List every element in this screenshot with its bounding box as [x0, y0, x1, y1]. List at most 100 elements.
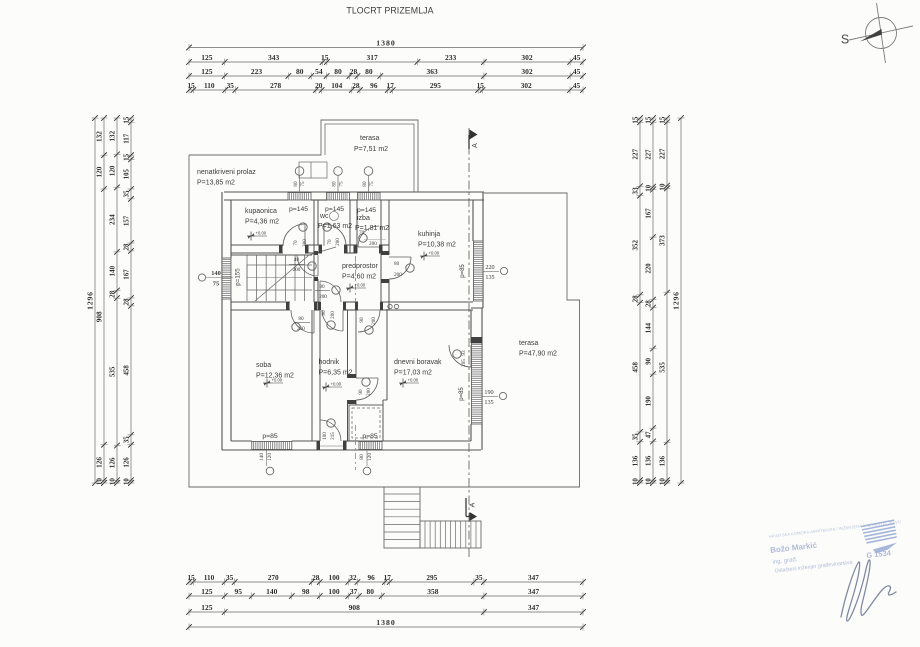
svg-text:352: 352: [632, 239, 640, 250]
svg-text:136: 136: [646, 455, 653, 466]
svg-text:535: 535: [109, 366, 117, 377]
svg-text:317: 317: [367, 53, 379, 62]
svg-text:P=12,36 m2: P=12,36 m2: [256, 373, 294, 380]
svg-text:1380: 1380: [376, 618, 396, 627]
svg-text:358: 358: [427, 587, 439, 596]
svg-text:233: 233: [445, 53, 457, 62]
svg-text:125: 125: [201, 603, 213, 612]
svg-text:295: 295: [426, 573, 437, 582]
svg-text:37: 37: [350, 587, 358, 596]
svg-text:126: 126: [96, 457, 104, 468]
svg-text:terasa: terasa: [519, 340, 539, 347]
svg-text:120: 120: [367, 453, 373, 461]
svg-text:167: 167: [124, 269, 131, 280]
svg-text:80: 80: [319, 284, 325, 290]
svg-text:190: 190: [484, 389, 493, 396]
svg-text:p=145: p=145: [289, 206, 308, 213]
svg-text:10: 10: [659, 478, 667, 486]
svg-text:227: 227: [659, 148, 667, 159]
svg-text:15: 15: [646, 116, 653, 123]
svg-text:136: 136: [659, 455, 667, 466]
svg-text:35: 35: [124, 190, 131, 197]
svg-text:278: 278: [270, 81, 281, 90]
svg-text:95: 95: [235, 587, 243, 596]
svg-text:P=17,03 m2: P=17,03 m2: [394, 370, 432, 377]
svg-text:15: 15: [188, 81, 196, 90]
svg-text:soba: soba: [256, 362, 271, 369]
svg-text:96: 96: [368, 573, 376, 582]
svg-text:104: 104: [331, 81, 342, 90]
svg-text:100: 100: [328, 587, 340, 596]
svg-text:120: 120: [96, 166, 104, 177]
svg-text:227: 227: [632, 148, 640, 159]
svg-text:125: 125: [201, 67, 213, 76]
svg-text:140: 140: [109, 265, 117, 276]
svg-text:35: 35: [226, 573, 234, 582]
svg-text:32: 32: [349, 573, 357, 582]
svg-text:234: 234: [109, 214, 117, 225]
svg-text:17: 17: [387, 81, 395, 90]
svg-text:45: 45: [573, 53, 581, 62]
svg-text:135: 135: [484, 399, 493, 406]
svg-text:P=7,51 m2: P=7,51 m2: [354, 146, 388, 153]
svg-text:15: 15: [124, 116, 131, 123]
svg-text:70: 70: [327, 239, 333, 245]
svg-text:458: 458: [632, 362, 640, 373]
svg-text:S: S: [841, 33, 849, 47]
svg-text:93: 93: [461, 350, 467, 356]
svg-text:15: 15: [187, 573, 195, 582]
svg-text:P=13,85 m2: P=13,85 m2: [197, 180, 235, 187]
svg-text:35: 35: [124, 436, 131, 443]
svg-text:110: 110: [204, 81, 215, 90]
svg-text:hodnik: hodnik: [319, 359, 340, 366]
svg-text:+0.00: +0.00: [256, 231, 267, 236]
svg-text:117: 117: [124, 133, 131, 143]
svg-text:ing. građ.: ing. građ.: [772, 557, 798, 566]
svg-text:132: 132: [96, 131, 104, 142]
svg-text:458: 458: [124, 365, 131, 376]
svg-text:40: 40: [294, 257, 300, 263]
svg-text:200: 200: [302, 239, 308, 247]
svg-text:295: 295: [430, 81, 441, 90]
svg-text:TLOCRT PRIZEMLJA: TLOCRT PRIZEMLJA: [346, 6, 433, 16]
svg-text:200: 200: [394, 272, 402, 278]
svg-text:54: 54: [315, 67, 323, 76]
svg-text:220: 220: [646, 263, 653, 274]
svg-text:terasa: terasa: [360, 135, 380, 142]
svg-text:200: 200: [335, 238, 341, 246]
svg-text:28: 28: [124, 298, 131, 305]
svg-text:167: 167: [646, 208, 653, 219]
svg-text:+0.00: +0.00: [408, 378, 419, 383]
svg-text:126: 126: [124, 457, 131, 468]
svg-text:75: 75: [300, 181, 306, 187]
svg-text:80: 80: [331, 181, 337, 187]
svg-text:363: 363: [426, 67, 438, 76]
svg-text:347: 347: [528, 587, 540, 596]
svg-text:10: 10: [646, 184, 653, 191]
svg-text:P=1,81 m2: P=1,81 m2: [355, 225, 389, 232]
svg-text:75: 75: [213, 281, 219, 288]
svg-text:347: 347: [528, 603, 540, 612]
svg-text:A: A: [470, 502, 477, 507]
svg-text:140: 140: [259, 453, 265, 461]
svg-text:p=145: p=145: [325, 206, 344, 213]
svg-text:343: 343: [268, 53, 280, 62]
svg-text:223: 223: [251, 67, 263, 76]
svg-text:90: 90: [359, 317, 365, 323]
svg-text:302: 302: [521, 67, 533, 76]
svg-text:80: 80: [296, 67, 304, 76]
svg-text:126: 126: [109, 457, 117, 468]
svg-text:10: 10: [124, 478, 131, 485]
svg-text:33: 33: [632, 187, 640, 195]
svg-text:A: A: [472, 143, 479, 148]
svg-text:15: 15: [477, 81, 485, 90]
svg-text:dnevni boravak: dnevni boravak: [394, 359, 442, 366]
svg-text:144: 144: [646, 322, 653, 333]
svg-text:157: 157: [124, 215, 131, 226]
svg-text:35: 35: [227, 81, 235, 90]
svg-text:75: 75: [369, 181, 375, 187]
svg-text:70: 70: [359, 230, 365, 236]
svg-text:132: 132: [109, 130, 117, 141]
svg-text:20: 20: [315, 81, 323, 90]
svg-text:110: 110: [204, 573, 215, 582]
